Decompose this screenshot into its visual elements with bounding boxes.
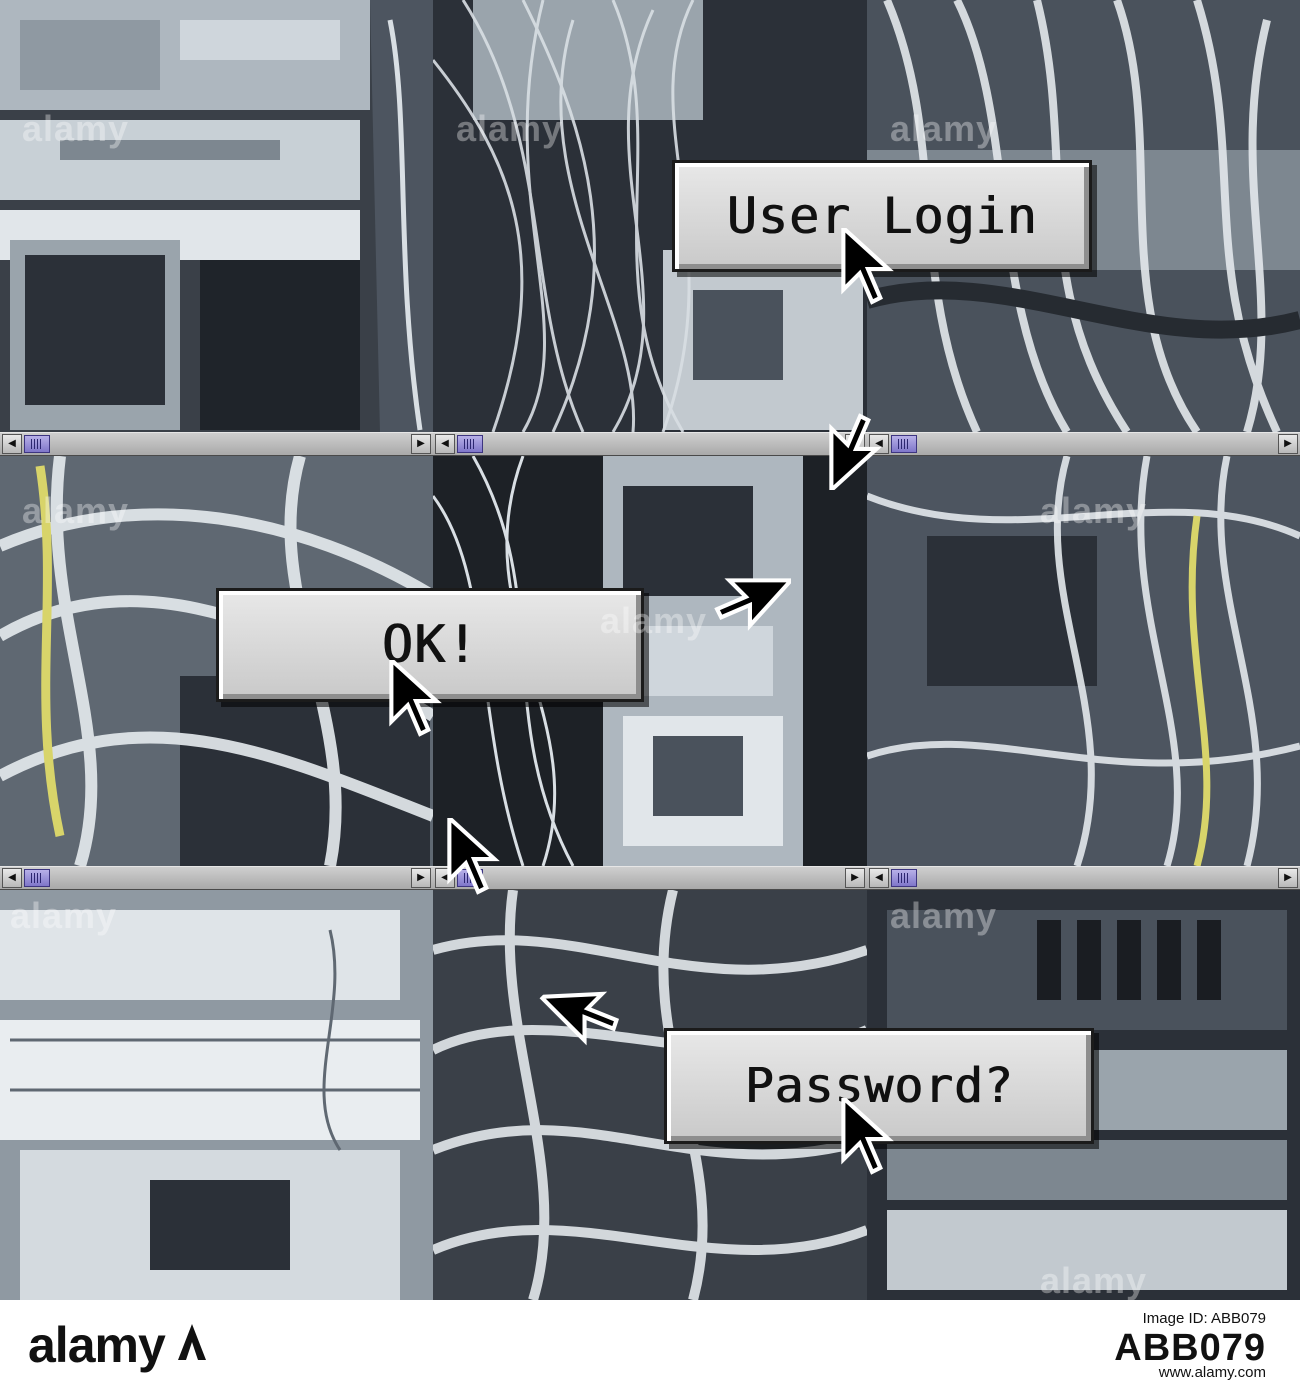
right-arrow-icon[interactable]: ▶: [411, 868, 431, 888]
tile-server-rack-top-left: [0, 0, 433, 432]
scrollbar-thumb[interactable]: [891, 869, 917, 887]
alamy-logo-icon: [178, 1324, 206, 1360]
arrow-cursor-icon: [838, 1098, 898, 1176]
scrollbar-thumb[interactable]: [24, 869, 50, 887]
right-arrow-icon[interactable]: ▶: [411, 434, 431, 454]
scrollbar-row2-right[interactable]: ◀ ▶: [867, 866, 1300, 890]
scrollbar-row1-right[interactable]: ◀ ▶: [867, 432, 1300, 456]
tile-cables-middle-right: [867, 456, 1300, 866]
arrow-cursor-icon: [386, 660, 446, 738]
arrow-cursor-icon: [838, 228, 898, 306]
image-id-label: Image ID: ABB079: [1142, 1310, 1266, 1327]
watermark: alamy: [1040, 1260, 1148, 1300]
footer-url[interactable]: www.alamy.com: [1158, 1364, 1266, 1381]
image-id-code: ABB079: [1114, 1327, 1266, 1369]
tile-rack-bottom-left: [0, 890, 433, 1300]
right-arrow-icon[interactable]: ▶: [1278, 434, 1298, 454]
watermark: alamy: [890, 108, 998, 149]
image-id-block: Image ID: ABB079 ABB079: [1114, 1310, 1266, 1370]
watermark: alamy: [10, 895, 118, 936]
right-arrow-icon[interactable]: ▶: [845, 868, 865, 888]
photo-collage: ◀ ▶ ◀ ▶ ◀ ▶ ◀ ▶ ◀ ▶ ◀ ▶ User Login OK! P…: [0, 0, 1300, 1300]
user-login-button[interactable]: User Login: [672, 160, 1092, 272]
footer: alamy Image ID: ABB079 ABB079 www.alamy.…: [0, 1300, 1300, 1390]
footer-brand-logo: alamy: [28, 1317, 166, 1373]
left-arrow-icon[interactable]: ◀: [2, 434, 22, 454]
scrollbar-row1-middle[interactable]: ◀ ▶: [433, 432, 867, 456]
tile-cables-top-middle: [433, 0, 867, 432]
watermark: alamy: [22, 108, 130, 149]
scrollbar-thumb[interactable]: [457, 435, 483, 453]
scrollbar-row2-left[interactable]: ◀ ▶: [0, 866, 433, 890]
arrow-cursor-icon: [713, 575, 791, 635]
tile-rack-middle-center: [433, 456, 867, 866]
watermark: alamy: [890, 895, 998, 936]
password-button[interactable]: Password?: [664, 1028, 1094, 1144]
arrow-cursor-icon: [826, 412, 886, 490]
arrow-cursor-icon: [537, 958, 635, 1056]
right-arrow-icon[interactable]: ▶: [1278, 868, 1298, 888]
arrow-cursor-icon: [444, 818, 504, 896]
left-arrow-icon[interactable]: ◀: [869, 868, 889, 888]
scrollbar-row1-left[interactable]: ◀ ▶: [0, 432, 433, 456]
scrollbar-thumb[interactable]: [24, 435, 50, 453]
watermark: alamy: [456, 108, 564, 149]
watermark: alamy: [600, 600, 708, 641]
left-arrow-icon[interactable]: ◀: [435, 434, 455, 454]
watermark: alamy: [1040, 490, 1148, 531]
scrollbar-thumb[interactable]: [891, 435, 917, 453]
watermark: alamy: [22, 490, 130, 531]
scrollbar-row2-middle[interactable]: ◀ ▶: [433, 866, 867, 890]
left-arrow-icon[interactable]: ◀: [2, 868, 22, 888]
